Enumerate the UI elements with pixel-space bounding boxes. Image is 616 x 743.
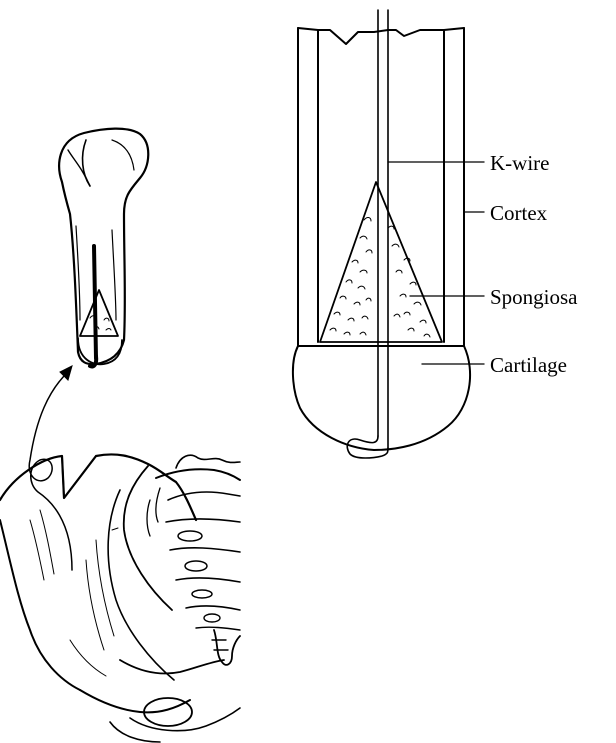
pelvis-sketch [0, 454, 240, 742]
label-kwire: K-wire [490, 151, 549, 175]
bone-graft-sketch [59, 129, 148, 367]
label-cortex: Cortex [490, 201, 548, 225]
spongiosa-region [320, 182, 442, 342]
leader-lines [388, 162, 484, 364]
bone-section-detail [293, 10, 470, 458]
label-cartilage: Cartilage [490, 353, 567, 377]
small-kwire [94, 246, 96, 358]
label-spongiosa: Spongiosa [490, 285, 578, 309]
cartilage-cap [293, 346, 470, 450]
wedge-texture [90, 316, 111, 330]
